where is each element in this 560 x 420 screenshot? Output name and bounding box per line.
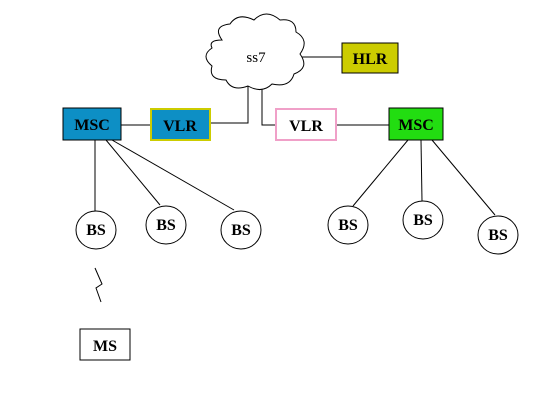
right-bs-1-label: BS <box>338 217 358 234</box>
link-ss7-right-vlr <box>261 87 276 126</box>
cloud-shape <box>205 13 305 90</box>
left-vlr-label: VLR <box>163 118 197 135</box>
right-vlr-label: VLR <box>289 118 323 135</box>
left-msc-node: MSC <box>62 107 122 141</box>
left-vlr-node: VLR <box>150 108 211 141</box>
left-msc-label: MSC <box>74 117 110 134</box>
right-bs-2-label: BS <box>413 212 433 229</box>
link-right-msc-bs3 <box>431 139 496 216</box>
link-right-msc-bs1 <box>352 139 409 207</box>
hlr-node: HLR <box>341 42 399 74</box>
connection-lines <box>94 56 496 216</box>
right-bs-3-label: BS <box>488 227 508 244</box>
hlr-box <box>341 42 399 74</box>
link-left-msc-bs3 <box>111 139 235 211</box>
right-bs-group: BS BS BS <box>327 200 519 255</box>
left-bs-2-circle <box>145 205 187 245</box>
right-vlr-node: VLR <box>275 108 337 141</box>
left-msc-box <box>62 107 122 141</box>
right-msc-label: MSC <box>398 117 434 134</box>
right-bs-1-circle <box>327 205 369 245</box>
left-bs-1-label: BS <box>86 222 106 239</box>
left-bs-3-label: BS <box>231 222 251 239</box>
ms-label: MS <box>93 338 117 355</box>
ms-node: MS <box>79 328 131 361</box>
right-bs-2-circle <box>402 200 444 240</box>
right-msc-node: MSC <box>388 107 444 141</box>
ss7-cloud: ss7 <box>205 13 305 90</box>
right-bs-3-circle <box>477 215 519 255</box>
hlr-label: HLR <box>353 51 388 68</box>
link-right-msc-bs2 <box>420 139 423 202</box>
link-ss7-left-vlr <box>210 85 249 124</box>
right-msc-box <box>388 107 444 141</box>
left-bs-2-label: BS <box>156 217 176 234</box>
left-bs-1-circle <box>75 210 117 250</box>
left-bs-3-circle <box>220 210 262 250</box>
left-bs-group: BS BS BS <box>75 205 262 250</box>
ss7-label: ss7 <box>246 50 266 66</box>
link-left-msc-bs2 <box>105 139 161 206</box>
ms-box <box>79 328 131 361</box>
right-vlr-box <box>275 108 337 141</box>
radio-link-icon <box>94 267 103 303</box>
left-vlr-box <box>150 108 211 141</box>
